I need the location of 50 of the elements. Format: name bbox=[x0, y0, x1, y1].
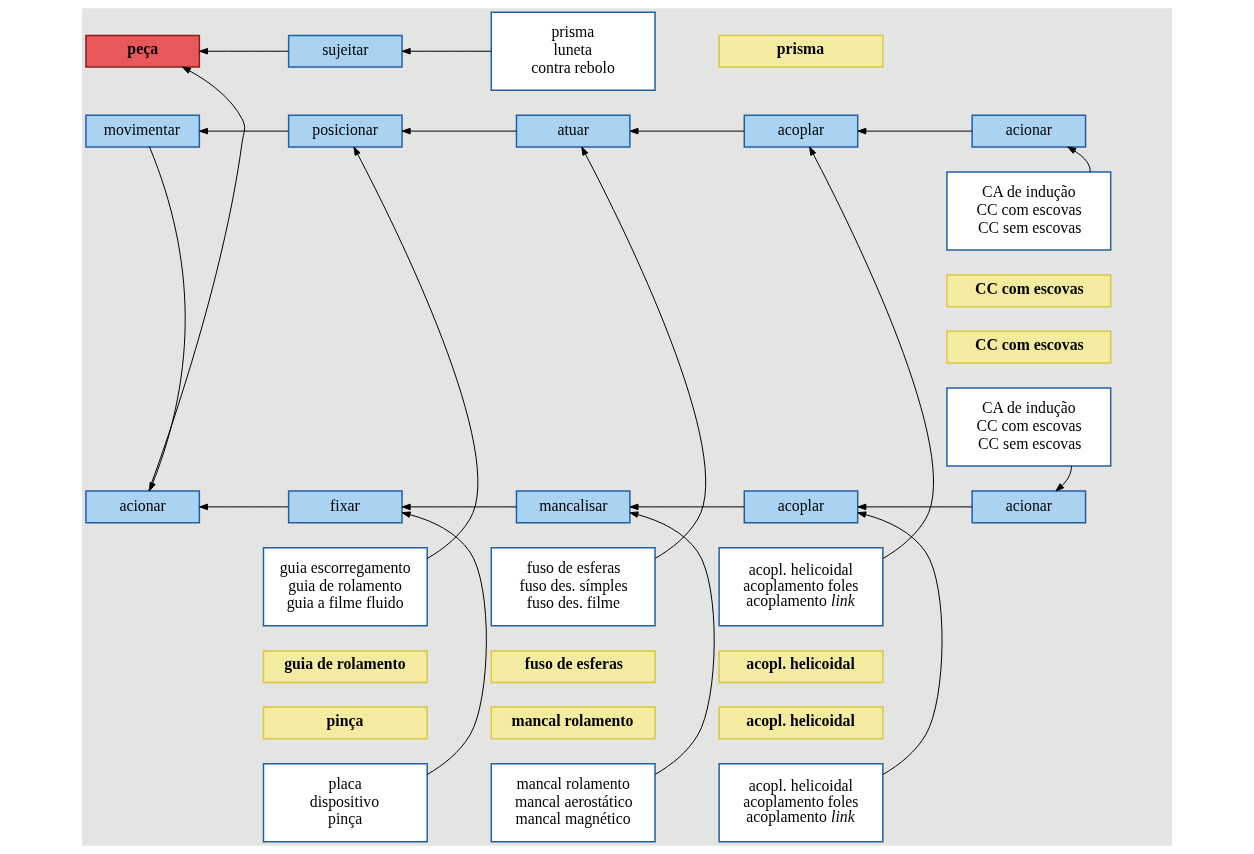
node-box: peça bbox=[85, 34, 201, 68]
node-box: pinça bbox=[262, 706, 428, 740]
node-box: acoplar bbox=[743, 490, 859, 524]
node-box: posicionar bbox=[287, 114, 403, 148]
arrow bbox=[857, 511, 943, 775]
arrow bbox=[148, 66, 246, 492]
node-box: acopl. helicoidal bbox=[718, 706, 884, 740]
node-box: acionar bbox=[971, 114, 1087, 148]
arrow bbox=[857, 503, 973, 511]
arrow bbox=[581, 146, 706, 559]
node-box: fuso de esferas bbox=[490, 650, 656, 684]
arrow bbox=[199, 47, 289, 55]
node-box: mancal rolamento mancal aerostático mancal magnético bbox=[490, 763, 656, 843]
node-box: mancalisar bbox=[515, 490, 631, 524]
arrow bbox=[809, 146, 934, 559]
arrow bbox=[1055, 465, 1072, 492]
arrow bbox=[629, 503, 745, 511]
node-box: acopl. helicoidal bbox=[718, 650, 884, 684]
arrow bbox=[857, 127, 973, 135]
arrow bbox=[401, 127, 517, 135]
arrow bbox=[401, 511, 487, 775]
arrow bbox=[629, 127, 745, 135]
node-box: CA de indução CC com escovas CC sem escovas bbox=[946, 387, 1112, 467]
node-box: guia de rolamento bbox=[262, 650, 428, 684]
node-box: placa dispositivo pinça bbox=[262, 763, 428, 843]
arrow bbox=[1067, 146, 1091, 173]
arrow bbox=[149, 146, 186, 492]
node-box: CA de indução CC com escovas CC sem escovas bbox=[946, 171, 1112, 251]
node-box: mancal rolamento bbox=[490, 706, 656, 740]
arrow bbox=[199, 127, 289, 135]
arrow bbox=[199, 503, 289, 511]
arrow bbox=[629, 511, 715, 775]
node-box: guia escorregamento guia de rolamento guia a filme fluido bbox=[262, 547, 428, 627]
arrow bbox=[401, 503, 517, 511]
node-box: acopl. helicoidal acoplamento foles acoplamento link bbox=[718, 547, 884, 627]
node-box: fuso de esferas fuso des. símples fuso des. filme bbox=[490, 547, 656, 627]
node-box: movimentar bbox=[85, 114, 201, 148]
node-box: acoplar bbox=[743, 114, 859, 148]
node-box: fixar bbox=[287, 490, 403, 524]
node-box: prisma luneta contra rebolo bbox=[490, 11, 656, 91]
node-box: sujeitar bbox=[287, 34, 403, 68]
node-box: acionar bbox=[971, 490, 1087, 524]
node-box: acionar bbox=[85, 490, 201, 524]
arrow bbox=[401, 47, 492, 55]
node-box: acopl. helicoidal acoplamento foles acoplamento link bbox=[718, 763, 884, 843]
arrow bbox=[353, 146, 479, 559]
node-box: CC com escovas bbox=[946, 274, 1112, 308]
node-box: prisma bbox=[718, 34, 884, 68]
node-box: CC com escovas bbox=[946, 330, 1112, 364]
node-box: atuar bbox=[515, 114, 631, 148]
